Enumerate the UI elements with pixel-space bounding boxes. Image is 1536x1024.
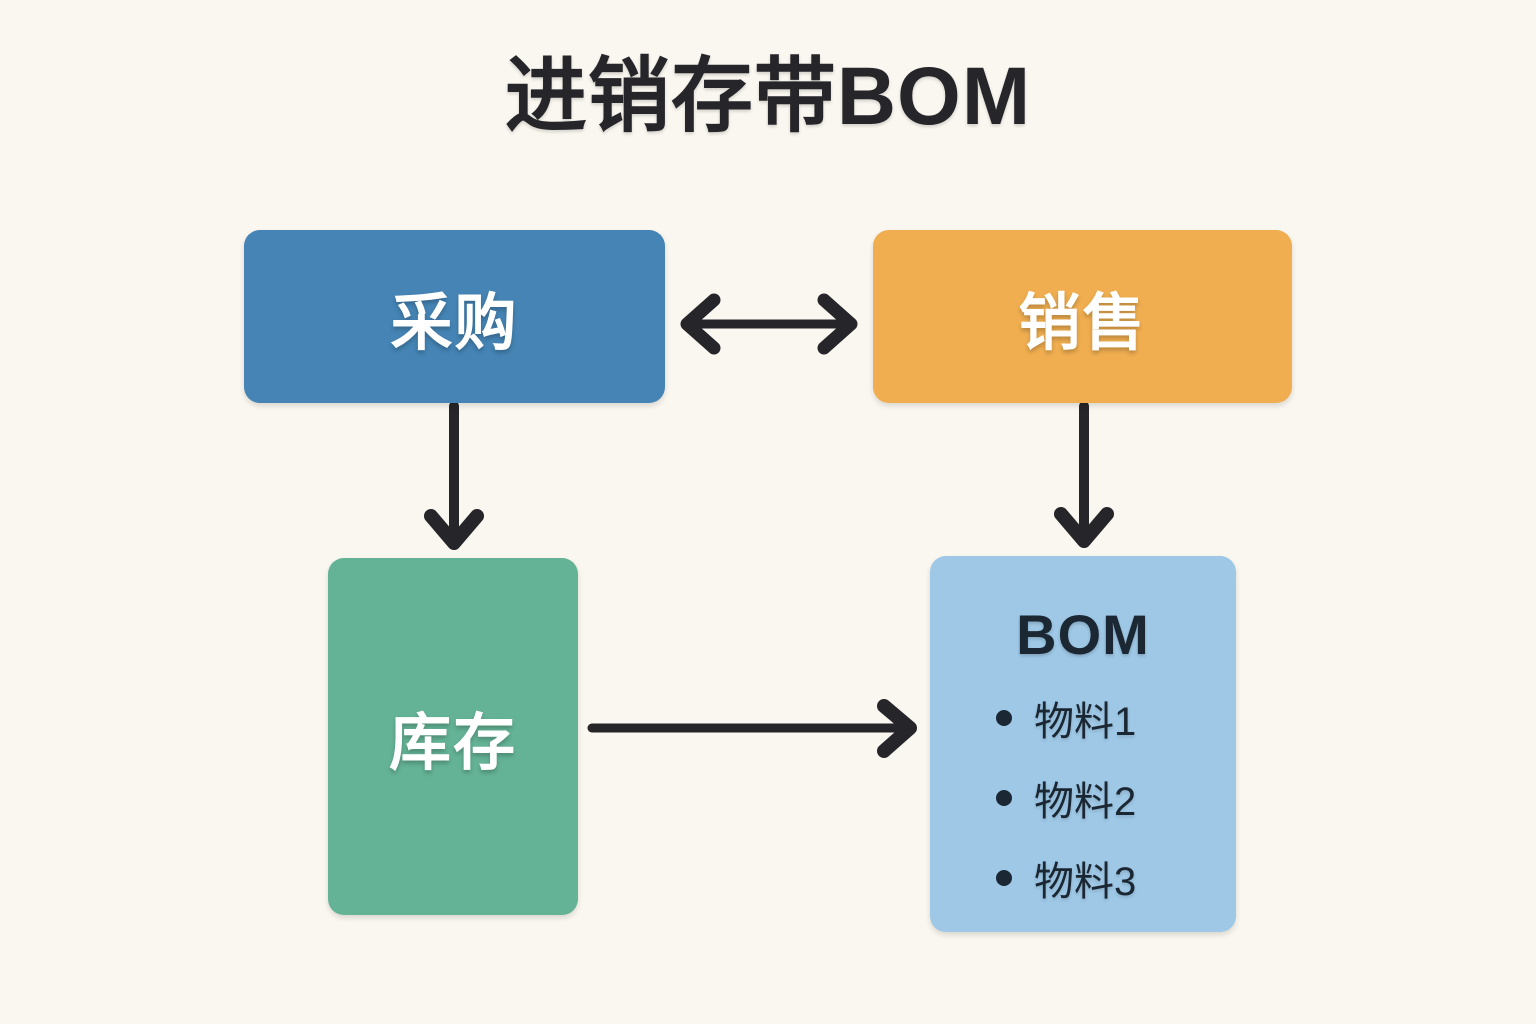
node-purchase-label: 采购 bbox=[390, 288, 519, 358]
page-title: 进销存带BOM bbox=[504, 51, 1032, 142]
list-item: 物料1 bbox=[996, 689, 1236, 747]
node-inventory[interactable]: 库存 bbox=[328, 558, 578, 915]
node-inventory-label: 库存 bbox=[388, 708, 517, 778]
list-item: 物料2 bbox=[996, 769, 1236, 827]
edge-purchase-inventory bbox=[424, 401, 484, 550]
bom-material-list: 物料1 物料2 物料3 bbox=[930, 689, 1236, 907]
list-item: 物料3 bbox=[996, 849, 1236, 907]
node-bom-title: BOM bbox=[1016, 603, 1150, 666]
node-purchase[interactable]: 采购 bbox=[244, 230, 665, 403]
node-sales-label: 销售 bbox=[1018, 288, 1147, 358]
bom-item-label: 物料2 bbox=[1034, 780, 1137, 824]
edge-inventory-bom bbox=[587, 699, 917, 758]
edge-sales-bom bbox=[1054, 401, 1114, 548]
bom-item-label: 物料1 bbox=[1034, 700, 1137, 744]
node-sales[interactable]: 销售 bbox=[873, 230, 1292, 403]
bom-item-label: 物料3 bbox=[1034, 860, 1137, 904]
bullet-icon bbox=[996, 710, 1012, 726]
edge-purchase-sales bbox=[680, 293, 858, 355]
node-bom[interactable]: BOM 物料1 物料2 物料3 bbox=[930, 556, 1236, 932]
bullet-icon bbox=[996, 870, 1012, 886]
bullet-icon bbox=[996, 790, 1012, 806]
